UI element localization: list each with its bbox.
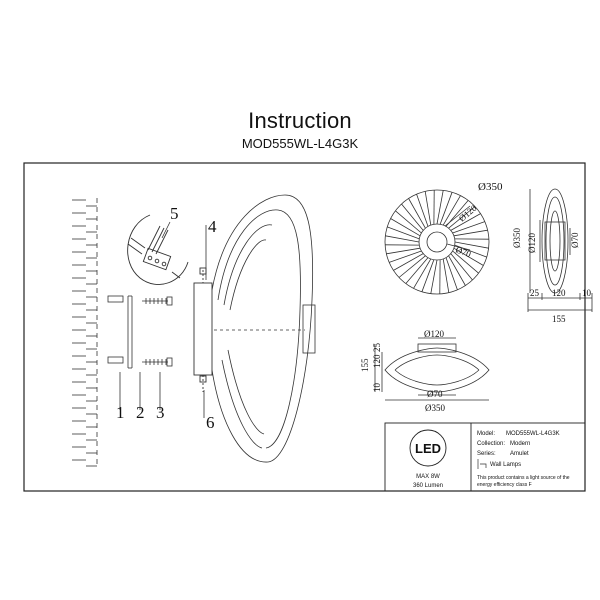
wall-lamp-icon: [477, 459, 487, 469]
led-logo: LED: [415, 441, 441, 456]
model-code: MOD555WL-L4G3K: [241, 136, 359, 151]
lumen: 360 Lumen: [413, 483, 443, 489]
side-h1: Ø350: [512, 228, 522, 248]
callout-1: 1: [116, 403, 125, 422]
type-value: Wall Lamps: [490, 462, 521, 468]
bottom-h3: 25: [372, 343, 382, 353]
energy-note-1: This product contains a light source of …: [477, 475, 570, 481]
wiring-detail: [127, 214, 189, 285]
series-value: Amulet: [510, 451, 529, 457]
side-w3: 10: [582, 288, 592, 298]
energy-note-2: energy efficiency class F: [477, 482, 532, 488]
side-w1: 25: [530, 288, 540, 298]
drawing-frame: [23, 162, 586, 492]
bottom-view: [374, 337, 490, 401]
wall-anchors: [107, 295, 173, 369]
max-power: MAX 8W: [416, 474, 440, 480]
mounting-bracket: [193, 267, 213, 392]
front-center-dim: Ø70: [454, 244, 472, 259]
series-label: Series:: [477, 451, 496, 457]
callout-2: 2: [136, 403, 145, 422]
model-value: MOD555WL-L4G3K: [506, 431, 560, 437]
side-total: 155: [552, 314, 566, 324]
callout-5: 5: [170, 204, 179, 223]
bottom-h1: 155: [360, 358, 370, 372]
side-view: [527, 188, 593, 312]
bottom-d1: Ø70: [427, 389, 443, 399]
side-h3: Ø70: [570, 232, 580, 248]
side-h2: Ø120: [527, 233, 537, 253]
lamp-shade-side: [211, 194, 316, 463]
bottom-top-dim: Ø120: [424, 329, 444, 339]
collection-label: Collection:: [477, 441, 505, 447]
callout-6: 6: [206, 413, 215, 432]
page-title: Instruction: [248, 108, 352, 133]
collection-value: Modern: [510, 441, 530, 447]
side-w2: 120: [552, 288, 566, 298]
info-box: [384, 422, 586, 492]
bottom-h2: 120: [372, 354, 382, 368]
callouts: [119, 221, 207, 418]
model-label: Model:: [477, 431, 495, 437]
callout-3: 3: [156, 403, 165, 422]
front-outer-dim: Ø350: [478, 181, 503, 193]
front-view: [384, 189, 490, 295]
bottom-h4: 10: [372, 383, 382, 393]
bottom-d2: Ø350: [425, 403, 445, 413]
callout-4: 4: [208, 217, 217, 236]
wall-hatch: [72, 198, 98, 467]
